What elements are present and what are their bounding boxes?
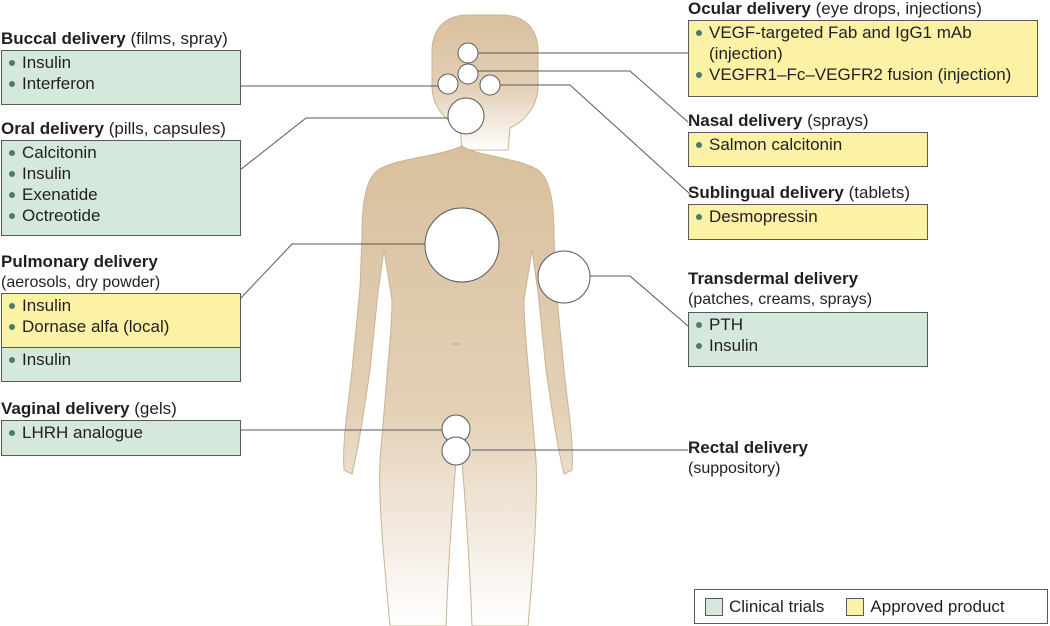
list-item: Insulin xyxy=(696,335,927,356)
leader-pulmonary xyxy=(239,243,426,300)
ocular-approved-box: VEGF-targeted Fab and IgG1 mAb (injectio… xyxy=(688,20,1038,97)
list-item: PTH xyxy=(696,314,927,335)
bullet-icon xyxy=(9,149,15,156)
list-item: Exenatide xyxy=(9,184,240,205)
bullet-icon xyxy=(9,429,15,436)
list-item: Insulin xyxy=(9,163,240,184)
legend-clinical-trials: Clinical trials xyxy=(705,597,824,617)
site-sublingual xyxy=(479,74,501,96)
rectal-forms: (suppository) xyxy=(688,460,781,477)
buccal-title: Buccal delivery (films, spray) xyxy=(1,29,228,48)
transdermal-clinical-box: PTH Insulin xyxy=(688,312,928,367)
oral-clinical-box: Calcitonin Insulin Exenatide Octreotide xyxy=(1,140,241,236)
pulmonary-group: Pulmonary delivery (aerosols, dry powder… xyxy=(1,251,241,382)
bullet-icon xyxy=(9,80,15,87)
sublingual-title: Sublingual delivery (tablets) xyxy=(688,183,911,202)
pulmonary-approved-box: Insulin Dornase alfa (local) xyxy=(1,293,241,348)
list-item: Desmopressin xyxy=(696,206,927,227)
vaginal-clinical-box: LHRH analogue xyxy=(1,420,241,456)
legend-label: Clinical trials xyxy=(729,596,825,616)
bullet-icon xyxy=(696,321,702,328)
leader-transdermal xyxy=(590,275,689,327)
list-item: Insulin xyxy=(9,349,240,370)
legend-approved-product: Approved product xyxy=(846,596,1005,617)
list-item: Insulin xyxy=(9,295,240,316)
list-item: Insulin xyxy=(9,52,240,73)
list-item: Octreotide xyxy=(9,205,240,226)
leader-nasal xyxy=(478,70,689,123)
list-item: Calcitonin xyxy=(9,142,240,163)
bullet-icon xyxy=(9,323,15,330)
pulmonary-forms: (aerosols, dry powder) xyxy=(1,274,161,291)
sublingual-approved-box: Desmopressin xyxy=(688,204,928,240)
pulmonary-clinical-box: Insulin xyxy=(1,348,241,382)
leader-sublingual xyxy=(490,84,691,195)
pulmonary-title: Pulmonary delivery xyxy=(1,252,158,271)
leader-lines xyxy=(239,52,691,451)
bullet-icon xyxy=(9,212,15,219)
site-circles xyxy=(424,42,591,466)
nasal-title: Nasal delivery (sprays) xyxy=(688,111,869,130)
site-buccal xyxy=(437,73,459,95)
rectal-group: Rectal delivery (suppository) xyxy=(688,437,928,479)
transdermal-group: Transdermal delivery (patches, creams, s… xyxy=(688,268,928,367)
nasal-group: Nasal delivery (sprays) Salmon calcitoni… xyxy=(688,110,928,167)
site-transdermal xyxy=(537,250,591,304)
list-item: Salmon calcitonin xyxy=(696,134,927,155)
list-item: Dornase alfa (local) xyxy=(9,316,240,337)
ocular-group: Ocular delivery (eye drops, injections) … xyxy=(688,0,1038,97)
list-item: LHRH analogue xyxy=(9,422,240,443)
bullet-icon xyxy=(696,29,702,36)
list-item: VEGF-targeted Fab and IgG1 mAb xyxy=(696,22,1037,43)
legend-label: Approved product xyxy=(870,596,1005,616)
bullet-icon xyxy=(9,191,15,198)
legend: Clinical trials Approved product xyxy=(694,589,1048,624)
vaginal-title: Vaginal delivery (gels) xyxy=(1,399,177,418)
bullet-icon xyxy=(696,141,702,148)
site-oral xyxy=(447,97,485,135)
site-nasal xyxy=(457,63,479,85)
buccal-clinical-box: Insulin Interferon xyxy=(1,50,241,105)
list-item: VEGFR1–Fc–VEGFR2 fusion (injection) xyxy=(696,64,1037,85)
list-item: Interferon xyxy=(9,73,240,94)
sublingual-group: Sublingual delivery (tablets) Desmopress… xyxy=(688,182,928,240)
bullet-icon xyxy=(696,213,702,220)
bullet-icon xyxy=(696,342,702,349)
vaginal-group: Vaginal delivery (gels) LHRH analogue xyxy=(1,398,241,456)
buccal-group: Buccal delivery (films, spray) Insulin I… xyxy=(1,28,241,105)
bullet-icon xyxy=(9,59,15,66)
transdermal-forms: (patches, creams, sprays) xyxy=(688,291,873,308)
site-pulmonary xyxy=(424,207,500,283)
list-item: (injection) xyxy=(709,44,783,63)
legend-swatch-yellow xyxy=(846,597,865,616)
nasal-approved-box: Salmon calcitonin xyxy=(688,132,928,167)
site-rectal xyxy=(441,436,471,466)
site-ocular xyxy=(457,42,479,64)
bullet-icon xyxy=(9,302,15,309)
rectal-title: Rectal delivery xyxy=(688,438,809,457)
bullet-icon xyxy=(696,71,702,78)
leader-oral xyxy=(239,117,448,171)
bullet-icon xyxy=(9,170,15,177)
bullet-icon xyxy=(9,356,15,363)
oral-title: Oral delivery (pills, capsules) xyxy=(1,119,226,138)
ocular-title: Ocular delivery (eye drops, injections) xyxy=(688,0,982,18)
transdermal-title: Transdermal delivery xyxy=(688,269,859,288)
oral-group: Oral delivery (pills, capsules) Calciton… xyxy=(1,118,241,236)
legend-swatch-green xyxy=(705,597,723,616)
